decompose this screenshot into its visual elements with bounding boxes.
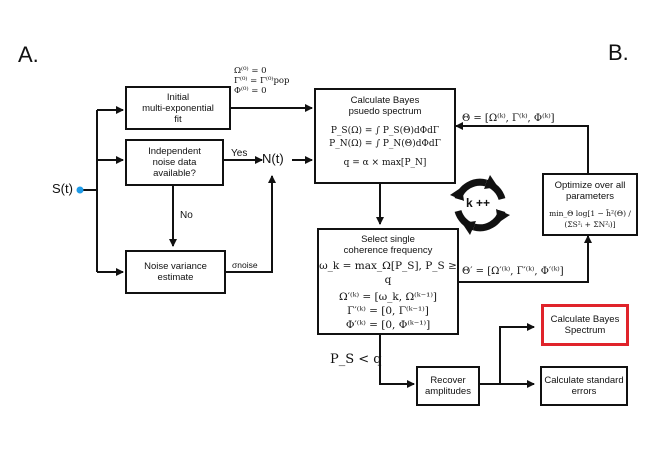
panel-label-a: A. <box>18 42 39 67</box>
noise-variance-line-2: estimate <box>157 272 194 283</box>
init-gamma: Γ⁽⁰⁾ = Γ⁽⁰⁾pop <box>234 76 290 86</box>
edge-select-to-recover <box>379 335 415 388</box>
recover-amplitudes-box: Recover amplitudes <box>416 366 480 406</box>
signal-dot <box>76 186 84 194</box>
optimize-line-2: parameters <box>565 191 615 202</box>
bayes-spectrum-box: Calculate Bayes Spectrum <box>541 304 629 346</box>
optimize-box: Optimize over all parameters min_Θ log[1… <box>542 173 638 236</box>
select-eq-omega-k: ω_k = max_Ω[P_S], P_S ≥ q <box>319 260 457 286</box>
theta-top-label: Θ = [Ω⁽ᵏ⁾, Γ⁽ᵏ⁾, Φ⁽ᵏ⁾] <box>462 113 555 124</box>
optimize-equation: min_Θ log[1 − h̄²(Θ) / (ΣS²ᵢ + ΣN²ᵢ)] <box>549 209 631 229</box>
select-frequency-box: Select single coherence frequency ω_k = … <box>317 228 459 335</box>
bayes-spectrum-line-1: Calculate Bayes <box>550 314 620 325</box>
bayes-pseudo-spectrum-box: Calculate Bayes psuedo spectrum P_S(Ω) =… <box>314 88 456 184</box>
init-omega: Ω⁽⁰⁾ = 0 <box>234 66 267 76</box>
noise-question-line-3: available? <box>153 168 196 179</box>
bayes-pseudo-title-1: Calculate Bayes <box>350 95 420 106</box>
edge-recover-to-spectrum <box>480 323 535 385</box>
initial-fit-line-1: Initial <box>166 91 190 103</box>
signal-label: S(t) <box>52 181 73 196</box>
recover-line-1: Recover <box>430 375 466 386</box>
bayes-eq-ps: P_S(Ω) = ∫ P_S(Θ)dΦdΓ <box>330 126 440 136</box>
edge-optimize-feedback <box>455 122 589 173</box>
initial-fit-line-2: multi-exponential <box>142 102 214 114</box>
init-phi: Φ⁽⁰⁾ = 0 <box>234 86 267 96</box>
noise-variance-box: Noise variance estimate <box>125 250 226 294</box>
ps-less-than-q-label: P_S < q <box>330 352 382 367</box>
sigma-noise-label: σnoise <box>232 260 258 270</box>
bayes-pseudo-title-2: psuedo spectrum <box>348 106 422 117</box>
bayes-eq-pn: P_N(Ω) = ∫ P_N(Θ)dΦdΓ <box>329 139 441 149</box>
std-errors-line-2: errors <box>571 386 597 397</box>
standard-errors-box: Calculate standard errors <box>540 366 628 406</box>
noise-question-line-2: noise data <box>152 157 197 168</box>
std-errors-line-1: Calculate standard <box>544 375 624 386</box>
panel-label-b: B. <box>608 40 629 65</box>
select-eq-gamma-prime: Γ′⁽ᵏ⁾ = [0, Γ⁽ᵏ⁻¹⁾] <box>347 305 429 317</box>
initial-fit-line-3: fit <box>174 113 182 125</box>
select-eq-omega-prime: Ω′⁽ᵏ⁾ = [ω_k, Ω⁽ᵏ⁻¹⁾] <box>338 291 438 303</box>
select-title-2: coherence frequency <box>343 245 433 256</box>
optimize-line-1: Optimize over all <box>554 180 626 191</box>
select-eq-phi-prime: Φ′⁽ᵏ⁾ = [0, Φ⁽ᵏ⁻¹⁾] <box>345 319 431 331</box>
k-loop-label: k ++ <box>466 196 491 210</box>
bayes-eq-q: q = α × max[P_N] <box>343 158 427 168</box>
noise-variance-line-1: Noise variance <box>144 261 207 272</box>
theta-prime-label: Θ′ = [Ω′⁽ᵏ⁾, Γ′⁽ᵏ⁾, Φ′⁽ᵏ⁾] <box>462 266 564 277</box>
yes-label: Yes <box>231 148 248 159</box>
noise-signal-label: N(t) <box>262 151 284 166</box>
noise-question-box: Independent noise data available? <box>125 139 224 186</box>
edge-sigma-noise <box>226 175 276 273</box>
edge-select-to-optimize <box>459 235 592 283</box>
loop-arrows-icon <box>450 175 510 235</box>
bayes-spectrum-line-2: Spectrum <box>564 325 606 336</box>
select-title-1: Select single <box>361 234 415 245</box>
recover-line-2: amplitudes <box>425 386 471 397</box>
initial-conditions: Ω⁽⁰⁾ = 0 Γ⁽⁰⁾ = Γ⁽⁰⁾pop Φ⁽⁰⁾ = 0 <box>234 66 290 96</box>
no-label: No <box>180 210 193 221</box>
noise-question-line-1: Independent <box>148 146 201 157</box>
initial-fit-box: Initial multi-exponential fit <box>125 86 231 130</box>
